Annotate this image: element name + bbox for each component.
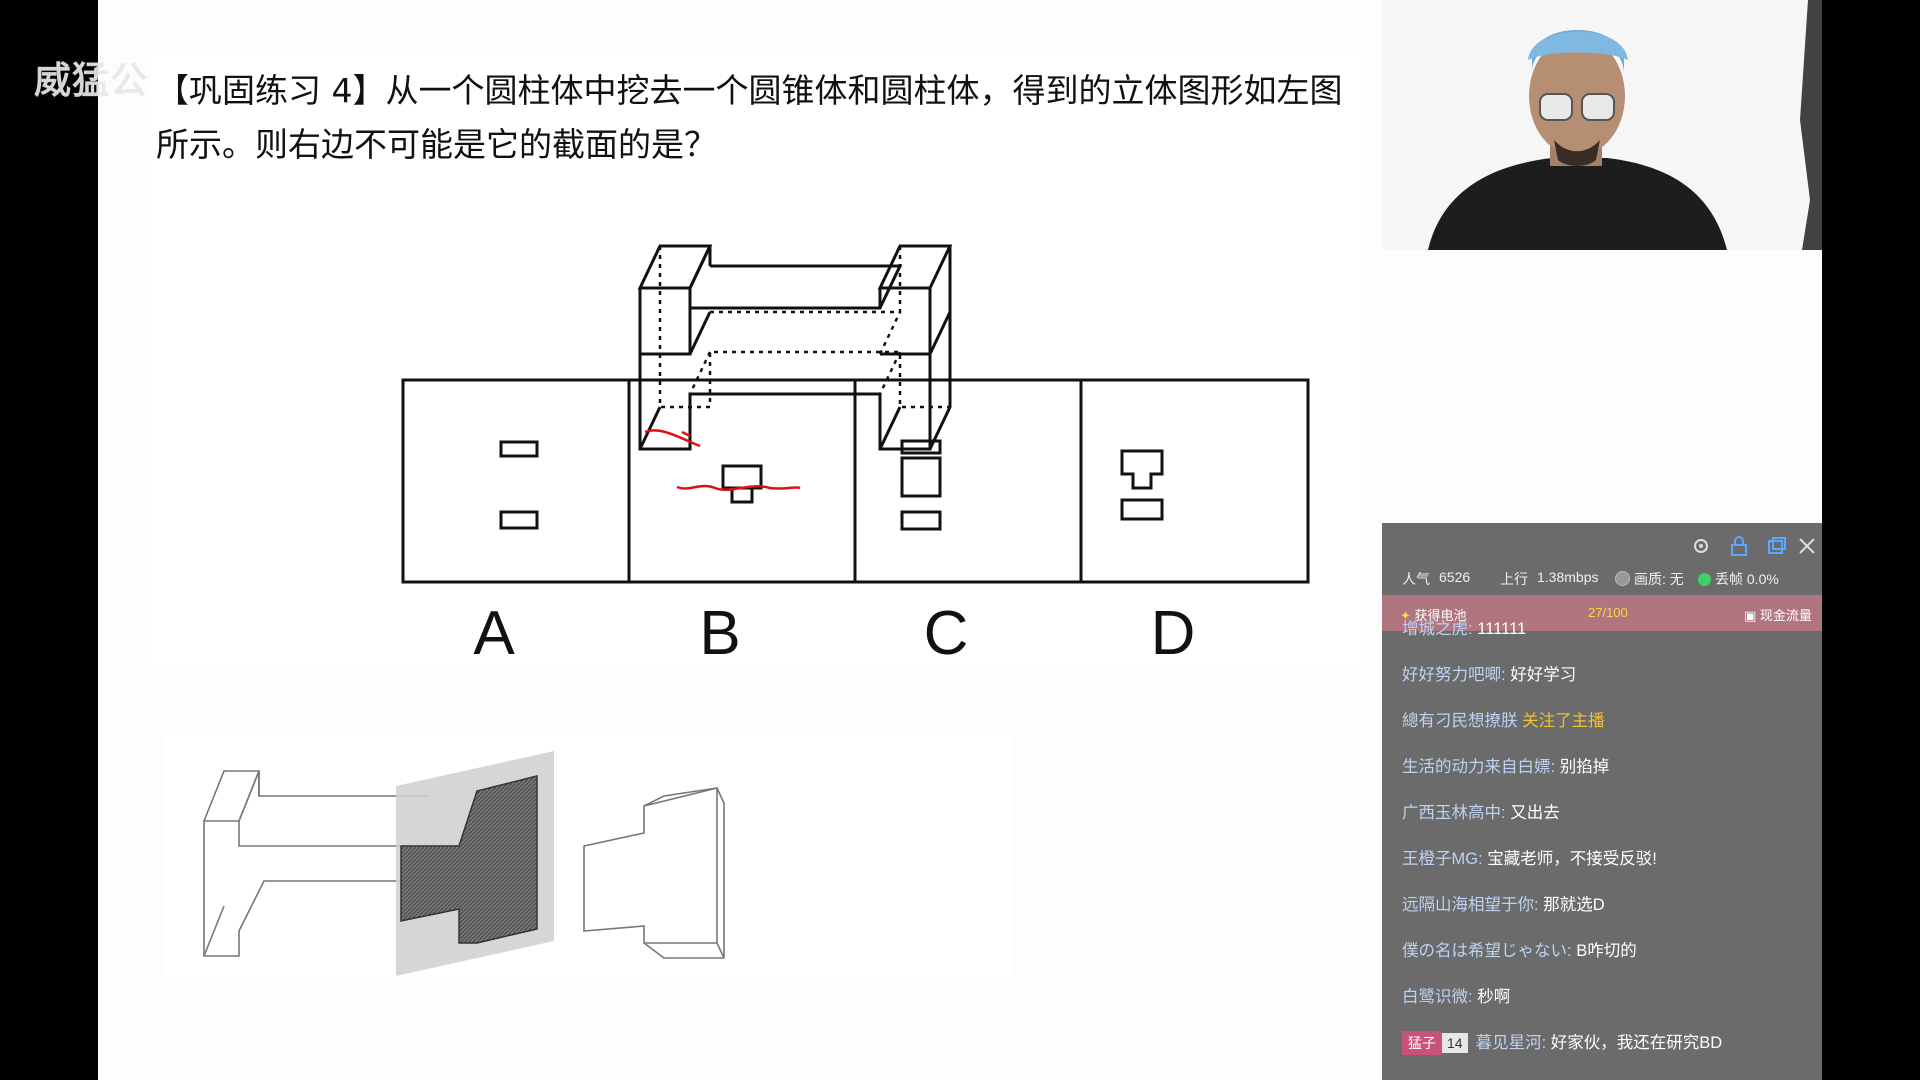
question-line-2: 所示。则右边不可能是它的截面的是？ [156, 125, 717, 164]
quality-status: 画质: 无 [1615, 569, 1684, 589]
webcam-feed [1382, 0, 1822, 250]
gear-icon[interactable] [1690, 535, 1712, 557]
option-b-section[interactable] [721, 464, 763, 504]
question-text: 【巩固练习 4】从一个圆柱体中挖去一个圆锥体和圆柱体，得到的立体图形如左图 所示… [156, 64, 1356, 172]
cut-piece [583, 786, 725, 959]
cash-flow-link[interactable]: ▣ 现金流量 [1744, 608, 1812, 623]
drop-dot-icon [1698, 573, 1711, 586]
option-b-red-annotation [644, 429, 801, 491]
option-letter-d: D [1151, 599, 1196, 668]
chat-message: 僕の名は希望じゃない: B咋切的 [1402, 942, 1637, 960]
live-stream-panel: 人气 6526 上行 1.38mbps 画质: 无 丢帧 0.0% ✦ 获得电池… [1382, 523, 1822, 1080]
chat-message: 增城之虎: 111111 [1402, 620, 1527, 638]
brand-watermark: 威猛公 [34, 59, 148, 102]
presenter-silhouette [1382, 0, 1822, 250]
option-letter-a: A [473, 599, 515, 668]
option-a-section[interactable] [499, 440, 539, 530]
question-figures: A B C D [401, 244, 1310, 668]
quality-dot-icon [1615, 571, 1630, 586]
popularity-label: 人气 [1402, 571, 1430, 587]
question-line-1: 【巩固练习 4】从一个圆柱体中挖去一个圆锥体和圆柱体，得到的立体图形如左图 [156, 71, 1343, 110]
explanation-figure-card [164, 731, 1013, 978]
question-card: A B C D 【巩固练习 4】从一个圆柱体中挖去一个圆锥体和圆柱体，得到的立体… [150, 54, 1360, 670]
solid-hidden-edges [658, 246, 950, 409]
solid-3d-figure [637, 244, 953, 451]
popularity-value: 6526 [1439, 569, 1471, 585]
fan-level: 14 [1442, 1033, 1468, 1053]
chat-message: 王橙子MG: 宝藏老师，不接受反驳! [1402, 850, 1657, 868]
window-icon[interactable] [1766, 535, 1788, 557]
option-letter-c: C [924, 599, 969, 668]
battery-label: ✦ 获得电池 [1400, 608, 1467, 623]
cross-section-illustration [202, 751, 725, 976]
chat-message: 远隔山海相望于你: 那就选D [1402, 896, 1605, 914]
chat-message: 生活的动力来自白嫖: 别掐掉 [1402, 758, 1610, 776]
upload-value: 1.38mbps [1537, 569, 1599, 585]
chat-message: 广西玉林高中: 又出去 [1402, 804, 1560, 822]
option-c-section[interactable] [900, 439, 942, 531]
drop-frame-status: 丢帧 0.0% [1698, 569, 1779, 589]
upload-label: 上行 [1500, 571, 1528, 587]
chat-message: 總有刁民想撩朕 关注了主播 [1402, 712, 1605, 730]
battery-progress: 27/100 [1588, 605, 1628, 620]
hatched-section [400, 775, 538, 944]
option-boxes [401, 378, 1310, 584]
option-letter-b: B [699, 599, 740, 668]
battery-bar[interactable]: ✦ 获得电池 27/100 ▣ 现金流量 [1382, 595, 1822, 631]
close-icon[interactable] [1796, 535, 1818, 557]
chat-message: 好好努力吧唧: 好好学习 [1402, 666, 1577, 684]
lock-icon[interactable] [1728, 535, 1750, 557]
option-d-section[interactable] [1120, 449, 1164, 521]
chat-message: 白鹭识微: 秒啊 [1402, 988, 1511, 1006]
fan-badge: 猛子 [1402, 1031, 1442, 1055]
